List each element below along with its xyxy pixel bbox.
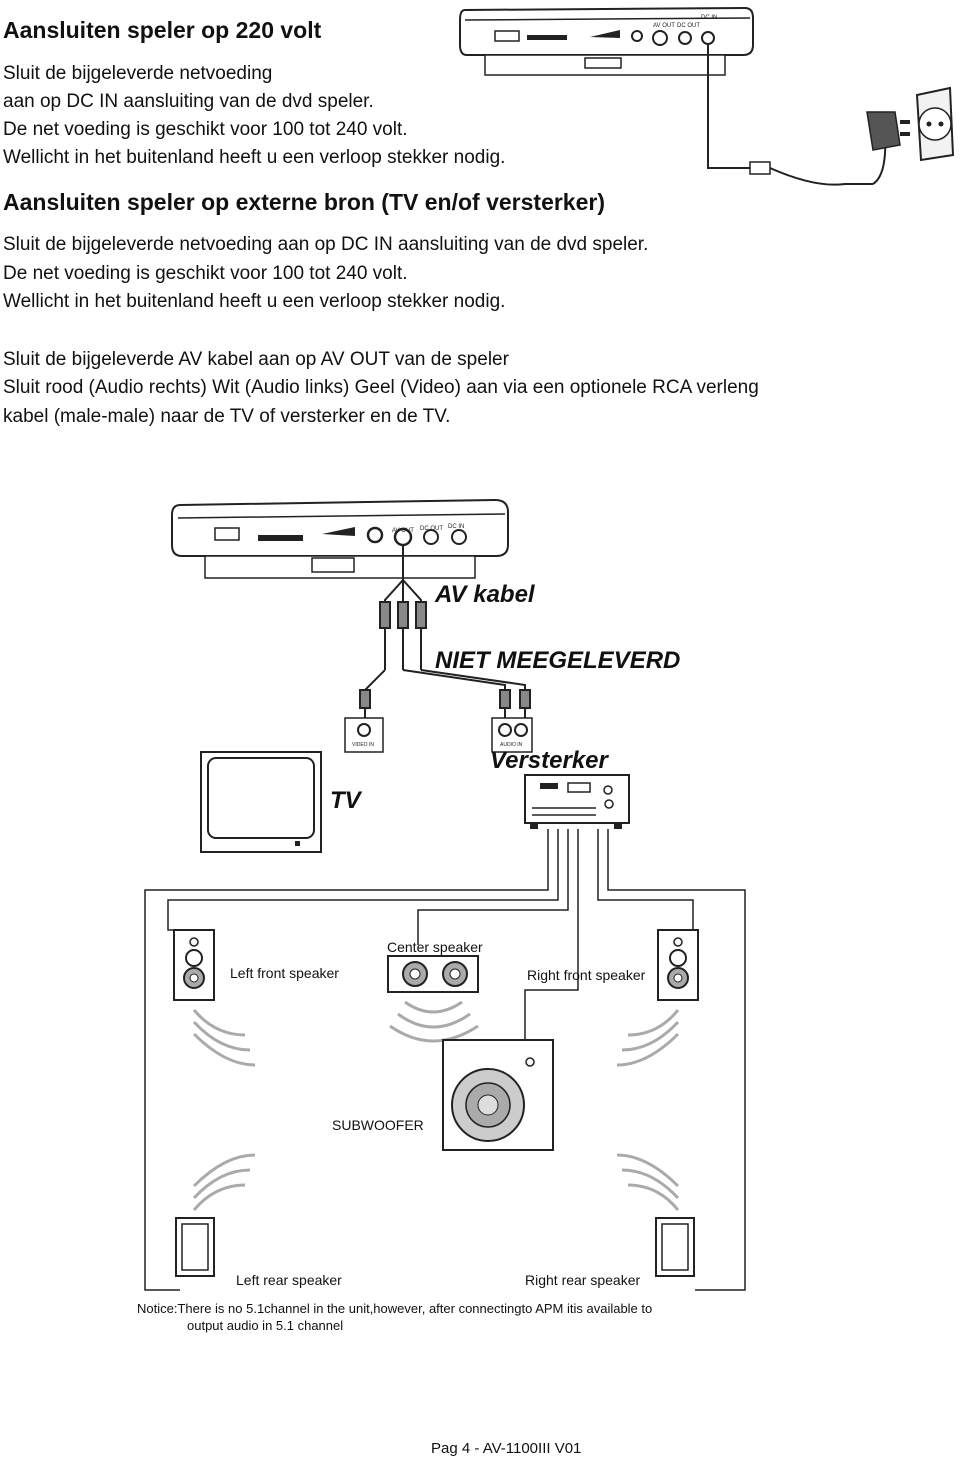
left-front-speaker: [173, 929, 215, 1001]
tv-illustration: [200, 751, 322, 853]
section1-line-1: Sluit de bijgeleverde netvoeding: [3, 63, 273, 84]
section2-title: Aansluiten speler op externe bron (TV en…: [3, 189, 605, 215]
right-rear-speaker-label: Right rear speaker: [525, 1272, 641, 1288]
av-cable-illustration: [359, 545, 531, 718]
notice-line-2: output audio in 5.1 channel: [187, 1318, 343, 1333]
dvd-player-illustration: AV OUT DC OUT DC IN: [171, 498, 509, 579]
versterker-label: Versterker: [490, 747, 610, 774]
subwoofer: [442, 1039, 554, 1151]
section1-title: Aansluiten speler op 220 volt: [3, 17, 322, 43]
speaker-wires: [144, 829, 746, 1291]
audio-in-label: AUDIO IN: [500, 742, 523, 748]
niet-meegeleverd-label: NIET MEEGELEVERD: [435, 647, 680, 674]
right-rear-speaker: [655, 1217, 695, 1277]
player-dc-in-label: DC IN: [701, 15, 717, 21]
left-rear-speaker: [175, 1217, 215, 1277]
av-kabel-label: AV kabel: [434, 581, 536, 608]
video-in-label: VIDEO IN: [352, 742, 374, 748]
tv-label: TV: [330, 787, 363, 814]
player-av-out-label: AV OUT: [653, 23, 675, 29]
section2-para2-line-1: Sluit de bijgeleverde AV kabel aan op AV…: [3, 349, 509, 370]
section1-line-4: Wellicht in het buitenland heeft u een v…: [3, 147, 506, 168]
center-speaker: [387, 955, 479, 993]
section2-para1-line-1: Sluit de bijgeleverde netvoeding aan op …: [3, 234, 649, 255]
page-footer: Pag 4 - AV-1100III V01: [431, 1440, 582, 1457]
section1-line-2: aan op DC IN aansluiting van de dvd spel…: [3, 91, 374, 112]
section2-para1-line-3: Wellicht in het buitenland heeft u een v…: [3, 291, 506, 312]
center-speaker-label: Center speaker: [387, 939, 483, 955]
audio-in-jack: AUDIO IN: [491, 717, 533, 753]
video-in-jack: VIDEO IN: [344, 717, 384, 753]
player-dc-out-label: DC OUT: [677, 23, 700, 29]
sound-waves: [192, 1000, 680, 1211]
section2-para2-line-3: kabel (male-male) naar de TV of versterk…: [3, 406, 451, 427]
right-front-speaker-label: Right front speaker: [527, 967, 646, 983]
section2-para1-line-2: De net voeding is geschikt voor 100 tot …: [3, 263, 408, 284]
subwoofer-label: SUBWOOFER: [332, 1117, 424, 1133]
diagram-dc-out-label: DC OUT: [420, 526, 443, 532]
section1-line-3: De net voeding is geschikt voor 100 tot …: [3, 119, 408, 140]
amplifier-illustration: [524, 774, 630, 829]
diagram-av-out-label: AV OUT: [392, 528, 414, 534]
av-connection-diagram: AV OUT DC OUT DC IN AV kabel NIET MEEGEL…: [137, 498, 746, 1333]
right-front-speaker: [657, 929, 699, 1001]
section2-para2-line-2: Sluit rood (Audio rechts) Wit (Audio lin…: [3, 377, 759, 398]
notice-line-1: Notice:There is no 5.1channel in the uni…: [137, 1301, 652, 1316]
left-front-speaker-label: Left front speaker: [230, 965, 339, 981]
diagram-dc-in-label: DC IN: [448, 524, 464, 530]
left-rear-speaker-label: Left rear speaker: [236, 1272, 342, 1288]
power-connection-illustration: AV OUT DC OUT DC IN: [459, 6, 955, 186]
